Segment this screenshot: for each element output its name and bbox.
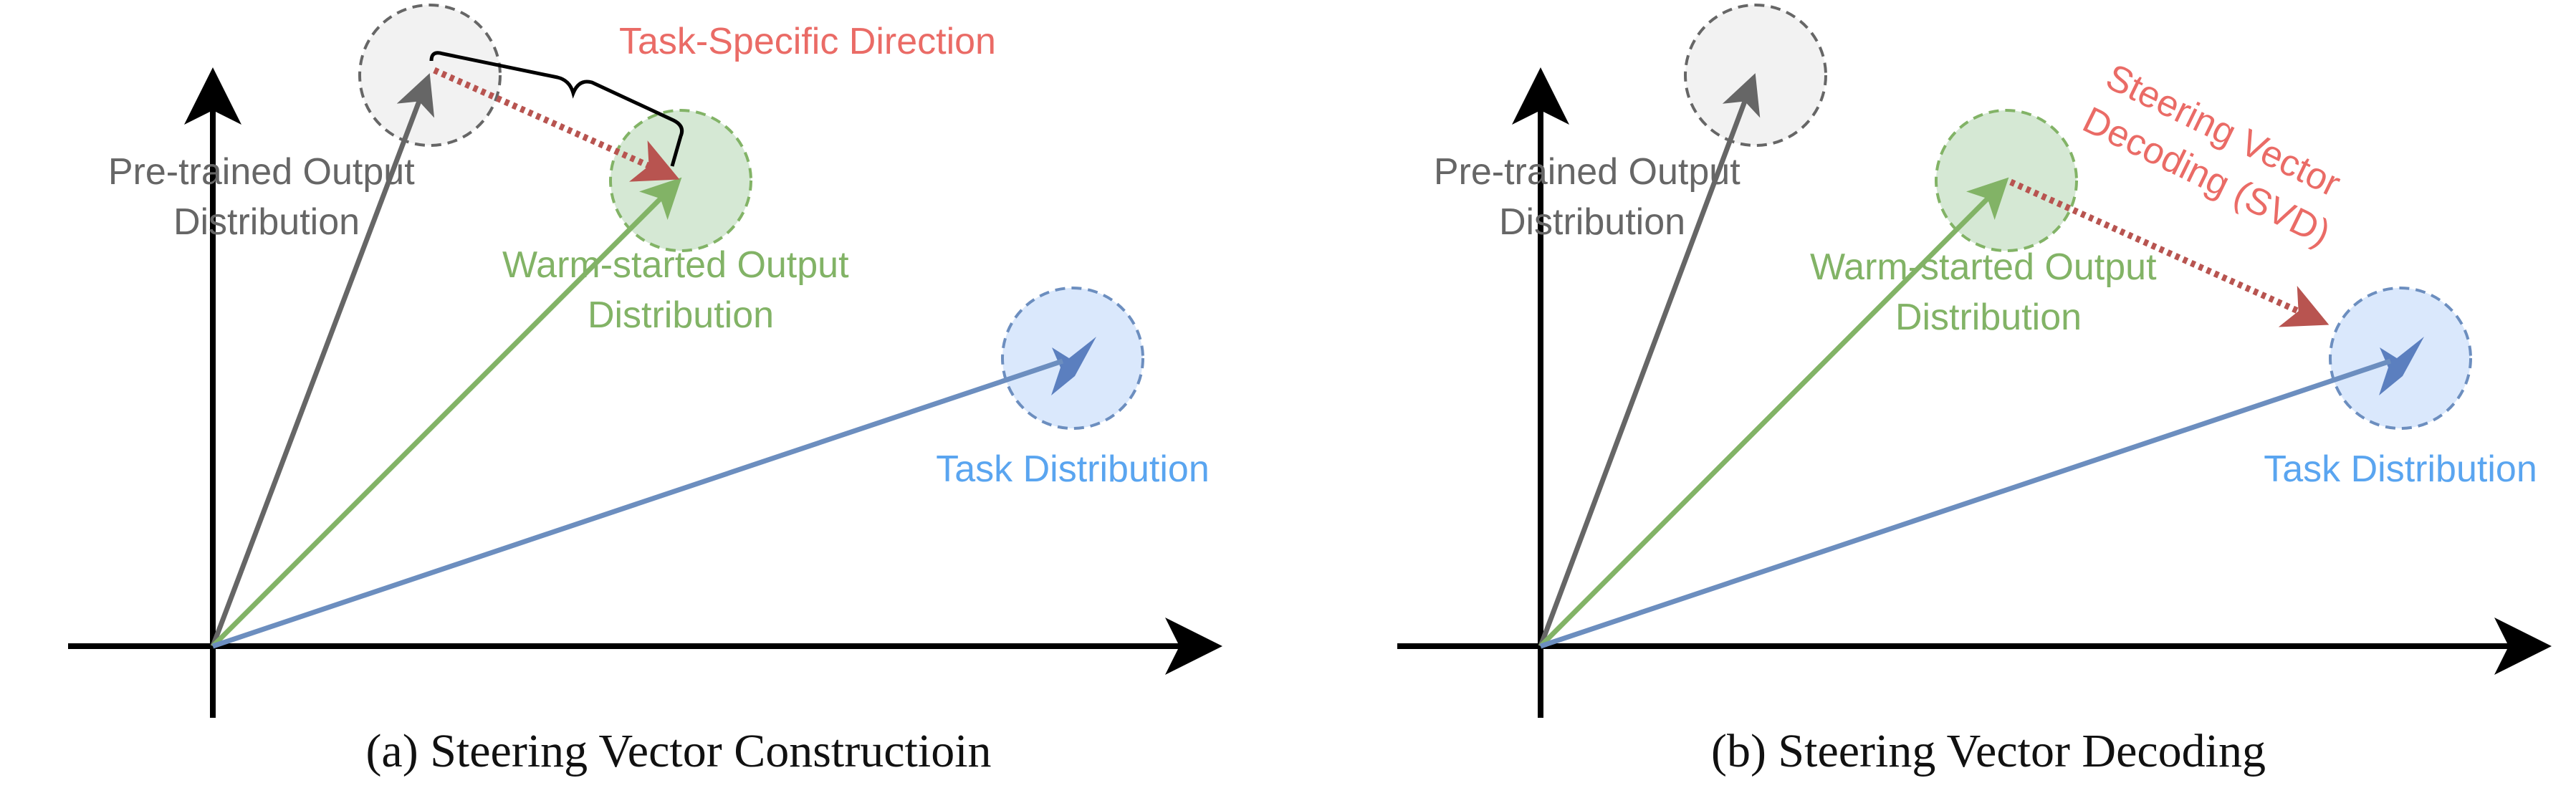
task-specific-direction-label: Task-Specific Direction: [619, 21, 996, 62]
warm-vector: [211, 177, 682, 648]
warm-vector: [1538, 177, 2009, 648]
svd-label: Steering Vector Decoding (SVD): [2077, 55, 2358, 254]
task-specific-direction-brace: [429, 51, 684, 167]
warm-label: Warm-started Output Distribution: [502, 244, 859, 336]
pretrained-label: Pre-trained Output Distribution: [108, 151, 425, 243]
task-label: Task Distribution: [936, 448, 1209, 490]
task-vector: [211, 358, 1064, 649]
panel-b: Pre-trained Output Distribution Warm-sta…: [1397, 4, 2552, 777]
pretrained-distribution-circle: [1684, 4, 1827, 147]
panel-a: Pre-trained Output Distribution Warm-sta…: [68, 4, 1222, 777]
task-specific-direction-arrow: [433, 67, 680, 182]
pretrained-distribution-circle: [358, 4, 502, 147]
task-vector: [1539, 358, 2392, 649]
task-star-icon: [1051, 337, 1096, 395]
task-star-icon: [2379, 337, 2424, 395]
pretrained-label: Pre-trained Output Distribution: [1434, 151, 1751, 243]
pretrained-vector: [210, 73, 435, 648]
task-label: Task Distribution: [2264, 448, 2537, 490]
panel-b-caption: (b) Steering Vector Decoding: [1711, 725, 2266, 777]
pretrained-vector: [1538, 73, 1761, 648]
warm-label: Warm-started Output Distribution: [1810, 246, 2167, 338]
panel-a-caption: (a) Steering Vector Constructioin: [365, 725, 991, 777]
